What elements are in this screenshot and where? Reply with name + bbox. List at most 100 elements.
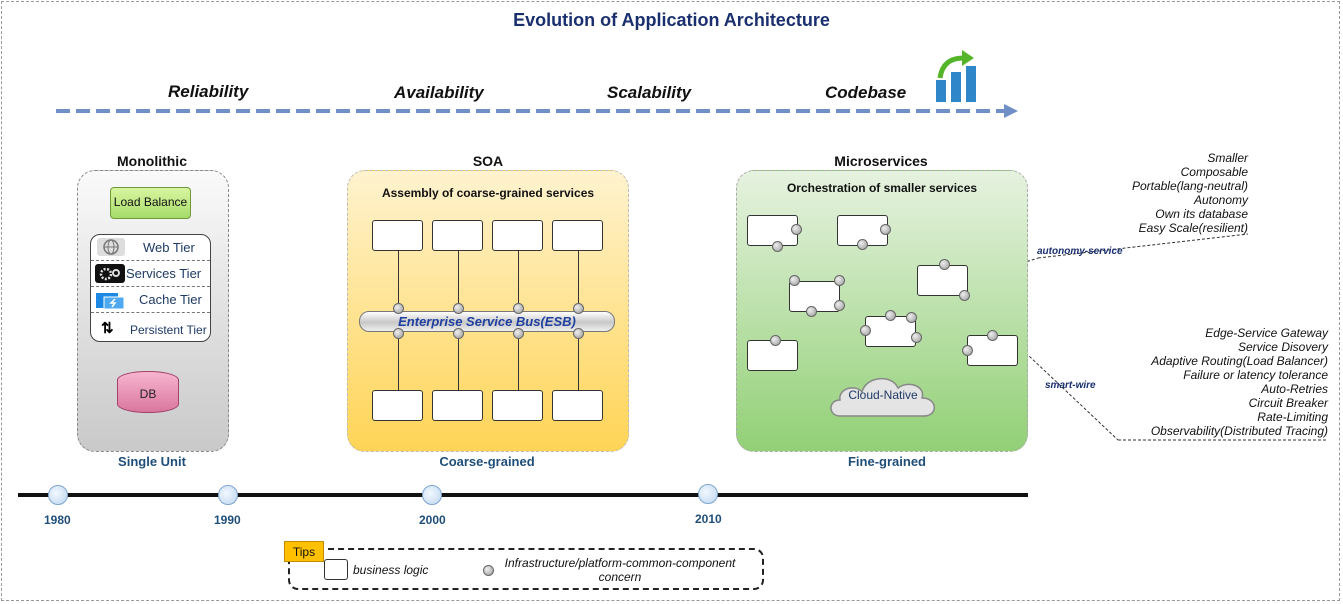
feature-item: Composable <box>1180 165 1248 179</box>
legend-infra-label: Infrastructure/platform-common-component… <box>504 556 736 584</box>
microservices-subtitle: Orchestration of smaller services <box>786 181 978 195</box>
soa-service-box <box>372 390 423 421</box>
timeline-year: 1990 <box>214 513 241 527</box>
web-tier-label: Web Tier <box>143 240 195 255</box>
microservice-infra-dot <box>789 275 800 286</box>
evolution-arrow-head <box>1004 104 1018 118</box>
microservice-infra-dot <box>834 275 845 286</box>
database-node: DB <box>117 371 179 413</box>
soa-infra-dot <box>453 328 464 339</box>
soa-infra-dot <box>453 303 464 314</box>
timeline-marker <box>218 485 238 505</box>
persistent-tier-label: Persistent Tier <box>130 323 207 337</box>
timeline-marker <box>48 485 68 505</box>
soa-infra-dot <box>513 303 524 314</box>
soa-header: SOA <box>472 153 504 169</box>
autonomy-service-callout: autonomy-service <box>1037 246 1123 257</box>
microservices-header: Microservices <box>834 153 928 169</box>
feature-item: Easy Scale(resilient) <box>1138 221 1248 235</box>
features-bottom-list: Edge-Service Gateway Service Disovery Ad… <box>1110 326 1328 438</box>
microservice-infra-dot <box>860 325 871 336</box>
theme-reliability: Reliability <box>168 82 249 101</box>
smart-wire-callout: smart-wire <box>1045 380 1096 391</box>
microservice-infra-dot <box>791 224 802 235</box>
soa-service-box <box>552 220 603 251</box>
timeline-year: 2000 <box>419 513 446 527</box>
services-tier-label: Services Tier <box>126 266 202 281</box>
legend-business-label: business logic <box>353 563 429 577</box>
microservice-infra-dot <box>857 239 868 250</box>
cache-tier: Cache Tier <box>91 287 210 313</box>
feature-item: Autonomy <box>1193 193 1248 207</box>
microservice-infra-dot <box>834 300 845 311</box>
web-tier: Web Tier <box>91 235 210 261</box>
microservice-infra-dot <box>911 332 922 343</box>
monolithic-footer: Single Unit <box>118 454 186 469</box>
microservice-infra-dot <box>906 312 917 323</box>
feature-item: Failure or latency tolerance <box>1183 368 1328 382</box>
soa-infra-dot <box>573 303 584 314</box>
microservice-infra-dot <box>770 335 781 346</box>
soa-service-box <box>372 220 423 251</box>
load-balance-node: Load Balance <box>110 187 191 219</box>
monolithic-tiers: Web Tier Services Tier Cache Tier ⇅ Pers… <box>90 234 211 342</box>
legend-infra-swatch <box>483 565 494 576</box>
microservice-infra-dot <box>962 345 973 356</box>
soa-infra-dot <box>393 328 404 339</box>
page-title: Evolution of Application Architecture <box>513 10 830 30</box>
legend-business-swatch <box>324 559 348 580</box>
feature-item: Auto-Retries <box>1261 382 1328 396</box>
theme-codebase: Codebase <box>825 83 907 102</box>
microservices-footer: Fine-grained <box>847 454 926 469</box>
features-top-list: Smaller Composable Portable(lang-neutral… <box>1060 151 1248 235</box>
feature-item: Service Disovery <box>1237 340 1328 354</box>
soa-infra-dot <box>513 328 524 339</box>
feature-item: Observability(Distributed Tracing) <box>1150 424 1328 438</box>
cache-icon <box>96 290 126 310</box>
feature-item: Adaptive Routing(Load Balancer) <box>1151 354 1328 368</box>
soa-service-box <box>432 220 483 251</box>
microservice-infra-dot <box>939 259 950 270</box>
microservice-infra-dot <box>959 290 970 301</box>
microservice-infra-dot <box>806 306 817 317</box>
cloud-native-label: Cloud-Native <box>848 388 918 402</box>
gears-icon <box>95 264 125 283</box>
persistent-tier: ⇅ Persistent Tier <box>91 315 210 341</box>
microservice-infra-dot <box>885 310 896 321</box>
feature-item: Edge-Service Gateway <box>1205 326 1328 340</box>
timeline-marker <box>698 484 718 504</box>
cloud-icon <box>826 370 940 422</box>
timeline-year: 1980 <box>44 513 71 527</box>
globe-icon <box>97 238 125 256</box>
microservice-infra-dot <box>880 224 891 235</box>
theme-availability: Availability <box>394 83 484 102</box>
soa-infra-dot <box>393 303 404 314</box>
soa-subtitle: Assembly of coarse-grained services <box>381 186 595 200</box>
feature-item: Rate-Limiting <box>1257 410 1328 424</box>
feature-item: Smaller <box>1207 151 1248 165</box>
services-tier: Services Tier <box>91 261 210 287</box>
microservice-infra-dot <box>772 241 783 252</box>
feature-item: Circuit Breaker <box>1248 396 1328 410</box>
esb-bus: Enterprise Service Bus(ESB) <box>359 311 615 332</box>
timeline-year: 2010 <box>695 512 722 526</box>
bar-chart-up-arrow-icon <box>934 50 986 104</box>
theme-scalability: Scalability <box>607 83 692 102</box>
soa-service-box <box>492 390 543 421</box>
soa-service-box <box>492 220 543 251</box>
soa-service-box <box>432 390 483 421</box>
monolithic-header: Monolithic <box>117 153 187 169</box>
smartwire-callout-line <box>992 321 1119 441</box>
feature-item: Portable(lang-neutral) <box>1131 179 1248 193</box>
soa-footer: Coarse-grained <box>439 454 535 469</box>
soa-service-box <box>552 390 603 421</box>
tips-label: Tips <box>284 541 324 562</box>
legend-box <box>288 548 764 590</box>
cache-tier-label: Cache Tier <box>139 292 202 307</box>
timeline-marker <box>422 485 442 505</box>
microservice-infra-dot <box>987 330 998 341</box>
up-down-arrows-icon: ⇅ <box>101 320 114 337</box>
feature-item: Own its database <box>1155 207 1248 221</box>
